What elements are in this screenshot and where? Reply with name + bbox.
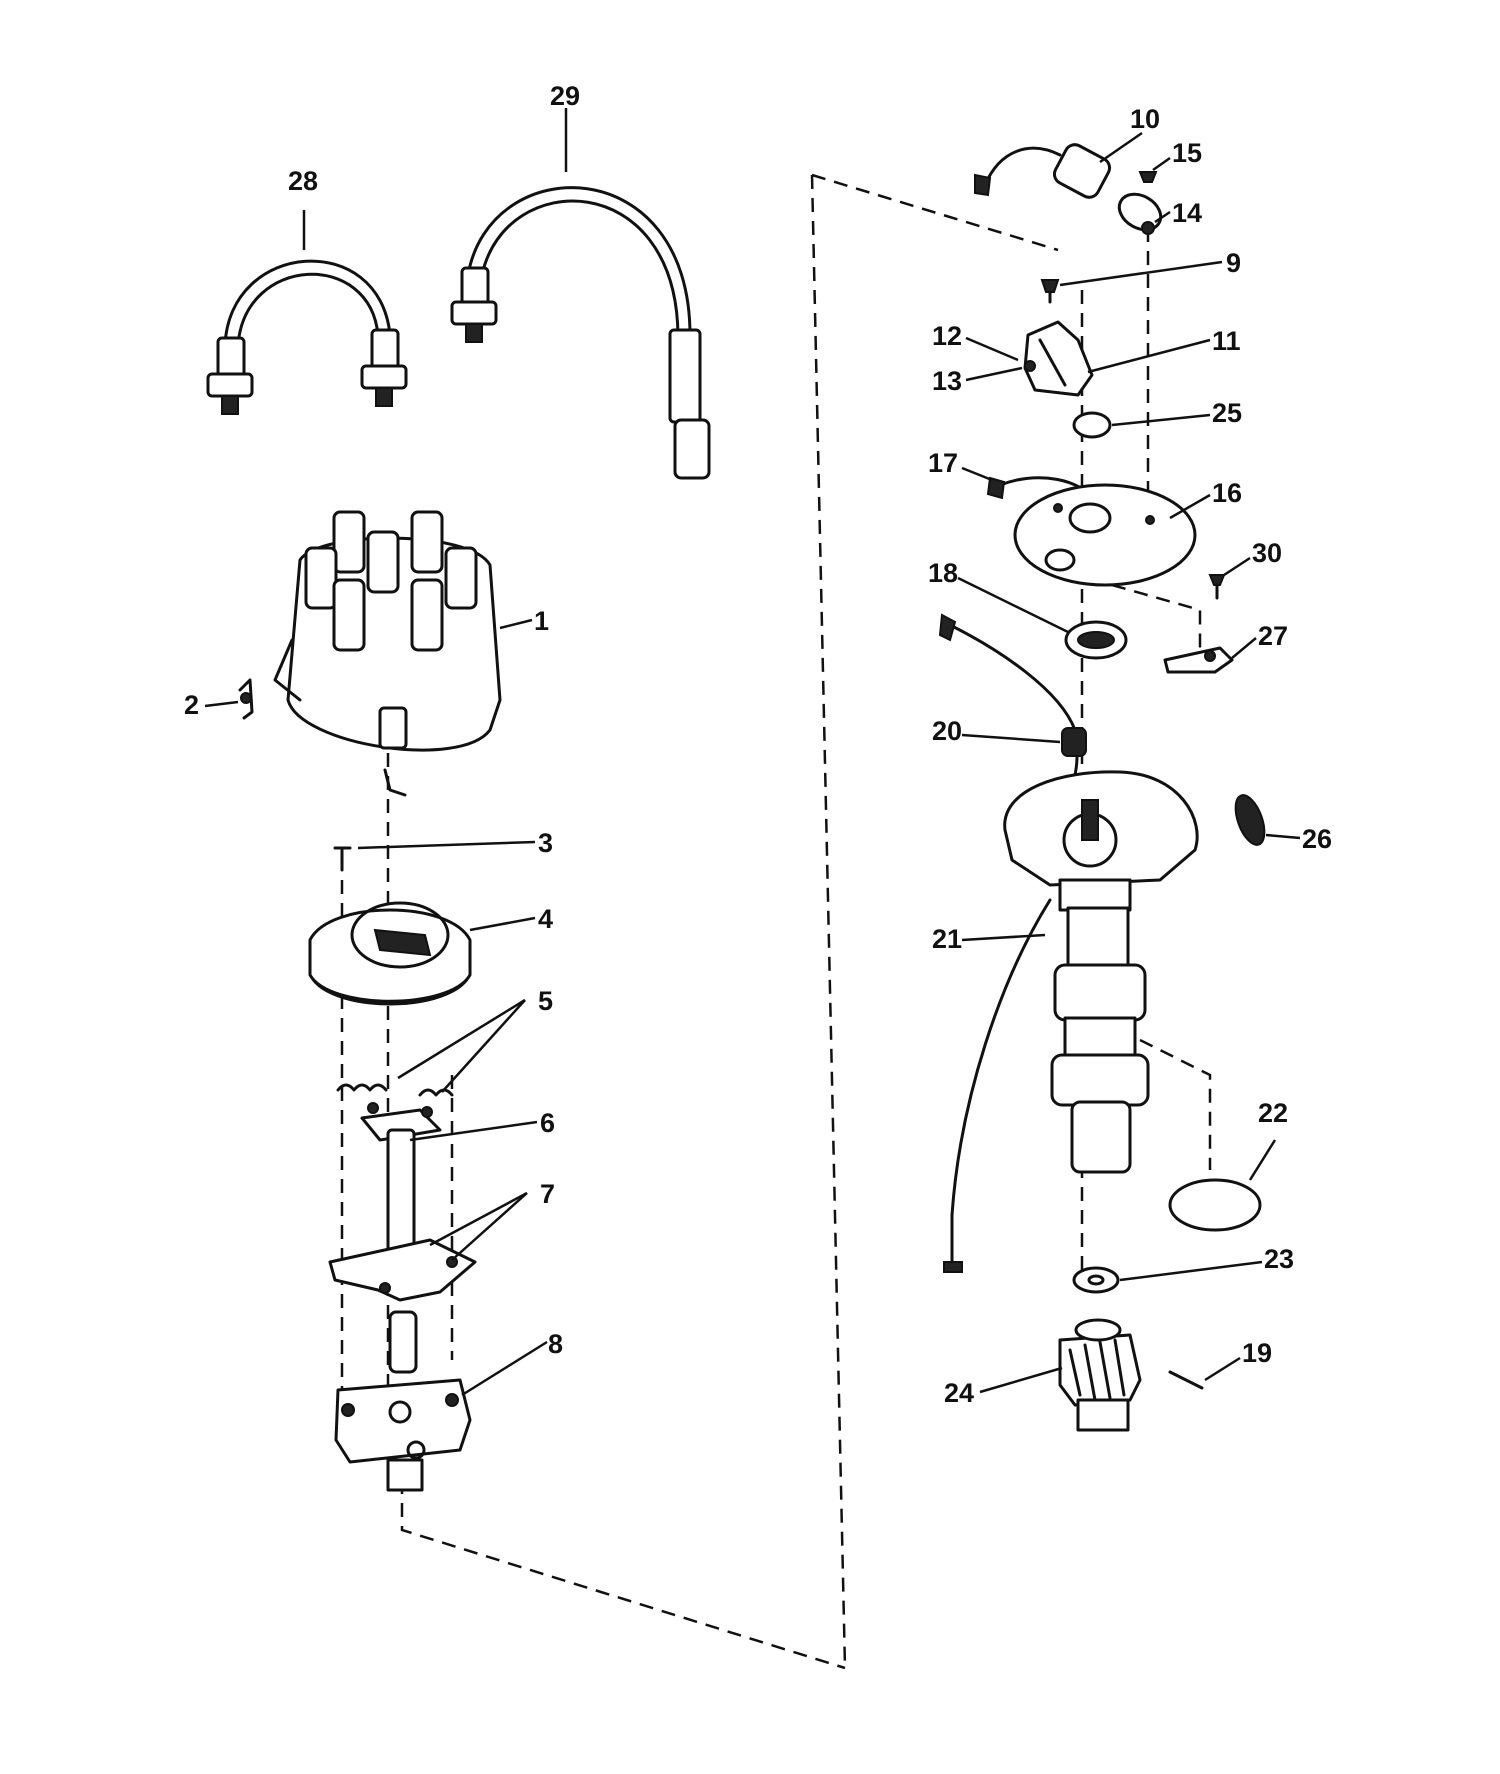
felt-washer	[1072, 411, 1112, 439]
callout-labels: 1 2 3 4 5 6 7 8 9 10 11 12 13 14 15 16 1…	[184, 81, 1332, 1408]
callout-26: 26	[1302, 824, 1332, 854]
callout-3: 3	[538, 828, 553, 858]
callout-14: 14	[1172, 198, 1202, 228]
callout-15: 15	[1172, 138, 1202, 168]
callout-4: 4	[538, 904, 553, 934]
gear-pin	[1168, 1370, 1204, 1390]
rotor	[308, 901, 472, 1006]
spark-plug-wire-short	[206, 259, 408, 415]
callout-11: 11	[1212, 326, 1241, 356]
callout-27: 27	[1258, 621, 1288, 651]
drive-gear	[1058, 1318, 1142, 1432]
callout-5: 5	[538, 986, 553, 1016]
callout-19: 19	[1242, 1338, 1272, 1368]
condenser-bracket	[1117, 192, 1163, 235]
breaker-points	[1023, 320, 1094, 397]
callout-23: 23	[1264, 1244, 1294, 1274]
o-ring	[1168, 1178, 1262, 1232]
advance-weights	[328, 1238, 477, 1302]
thrust-washer	[1072, 1266, 1120, 1294]
callout-13: 13	[932, 366, 962, 396]
cap-clip	[238, 678, 254, 720]
callout-25: 25	[1212, 398, 1242, 428]
condenser	[974, 143, 1112, 199]
callout-30: 30	[1252, 538, 1282, 568]
point-screw	[1040, 279, 1060, 304]
distributor-cap	[273, 510, 502, 797]
advance-springs	[336, 1083, 454, 1097]
callout-8: 8	[548, 1329, 563, 1359]
callout-16: 16	[1212, 478, 1242, 508]
distributor-housing	[943, 770, 1199, 1273]
callout-12: 12	[932, 321, 962, 351]
callout-18: 18	[928, 558, 958, 588]
distributor-base	[334, 1310, 472, 1492]
shaft-seal	[1064, 620, 1128, 660]
callout-leaders	[204, 108, 1301, 1397]
cam-lubricator	[1234, 794, 1266, 846]
callout-20: 20	[932, 716, 962, 746]
clip-screw	[1208, 574, 1226, 600]
callout-6: 6	[540, 1108, 555, 1138]
callout-1: 1	[534, 606, 549, 636]
rotor-screw	[333, 846, 352, 872]
spark-plug-wire-long	[450, 186, 711, 480]
retainer-clip	[1163, 646, 1234, 674]
callout-28: 28	[288, 166, 318, 196]
callout-9: 9	[1226, 248, 1241, 278]
callout-2: 2	[184, 690, 199, 720]
callout-10: 10	[1130, 104, 1160, 134]
callout-29: 29	[550, 81, 580, 111]
callout-21: 21	[932, 924, 962, 954]
callout-22: 22	[1258, 1098, 1288, 1128]
grommet-lead	[938, 613, 1087, 792]
callout-24: 24	[944, 1378, 974, 1408]
breaker-plate	[1013, 483, 1197, 587]
callout-17: 17	[928, 448, 958, 478]
condenser-screw	[1138, 171, 1158, 183]
callout-7: 7	[540, 1179, 555, 1209]
